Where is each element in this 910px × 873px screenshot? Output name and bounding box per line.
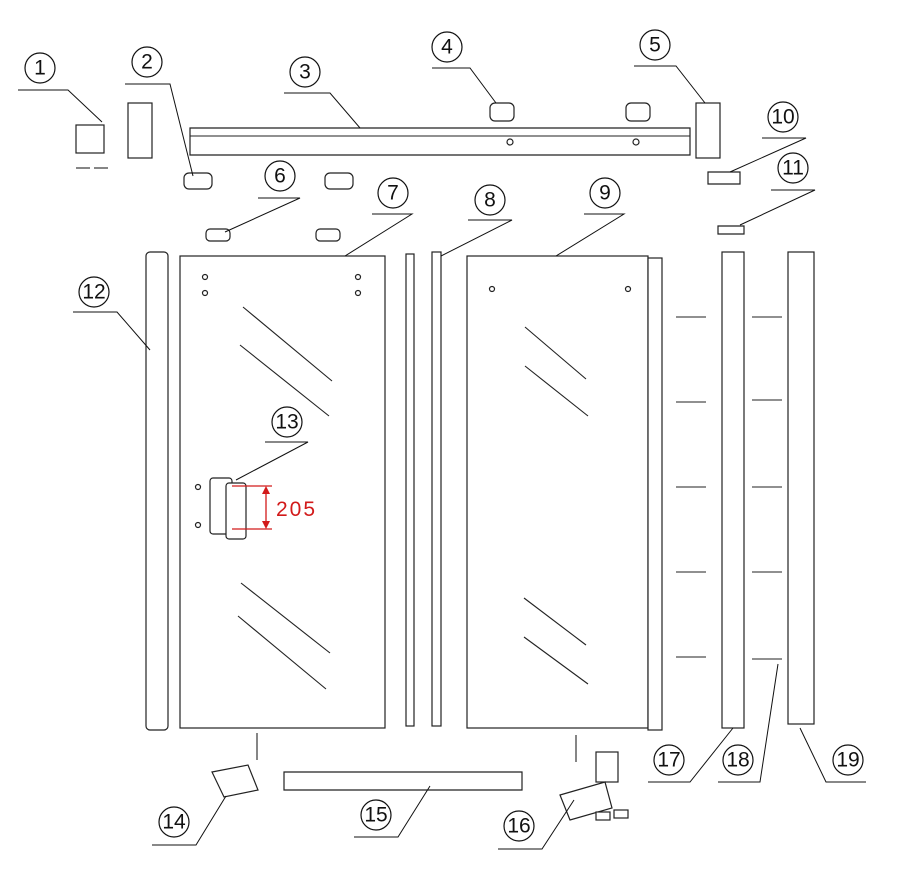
svg-text:16: 16 — [507, 815, 530, 838]
callout-8: 8 — [474, 184, 506, 216]
svg-text:19: 19 — [836, 749, 859, 772]
svg-text:12: 12 — [82, 281, 105, 304]
callout-12: 12 — [78, 276, 110, 308]
svg-text:11: 11 — [782, 157, 804, 180]
svg-text:4: 4 — [441, 36, 453, 59]
clip-part — [717, 225, 745, 235]
callout-5: 5 — [639, 29, 671, 61]
wall-profile-part — [145, 251, 169, 731]
svg-text:10: 10 — [771, 106, 794, 129]
glass-panel-sliding — [466, 255, 663, 731]
callout-11: 11 — [777, 152, 809, 184]
callout-15: 15 — [360, 799, 392, 831]
callout-6: 6 — [264, 160, 296, 192]
svg-text:6: 6 — [274, 165, 286, 188]
callout-10: 10 — [767, 101, 799, 133]
callout-13: 13 — [271, 406, 303, 438]
svg-text:3: 3 — [299, 61, 311, 84]
svg-text:1: 1 — [34, 57, 46, 80]
bottom-guide-part — [211, 764, 259, 798]
screw-set — [676, 316, 782, 660]
callout-2: 2 — [131, 46, 163, 78]
svg-text:8: 8 — [484, 189, 496, 212]
callout-3: 3 — [289, 56, 321, 88]
bottom-seal-part — [283, 771, 523, 791]
leader-lines — [18, 65, 866, 850]
stopper-part — [707, 171, 741, 185]
handle-dimension-label: 205 — [276, 498, 317, 521]
wall-bracket-part — [75, 102, 721, 169]
callout-14: 14 — [158, 806, 190, 838]
svg-text:18: 18 — [726, 749, 749, 772]
door-profile-part — [721, 251, 745, 729]
callout-4: 4 — [431, 31, 463, 63]
callout-9: 9 — [589, 177, 621, 209]
top-rail-part — [189, 127, 691, 156]
callout-7: 7 — [377, 177, 409, 209]
callout-1: 1 — [24, 52, 56, 84]
svg-text:15: 15 — [364, 804, 387, 827]
callout-18: 18 — [722, 744, 754, 776]
svg-text:14: 14 — [162, 811, 186, 834]
svg-text:5: 5 — [649, 34, 661, 57]
seal-strip-part — [431, 251, 442, 727]
callout-17: 17 — [653, 744, 685, 776]
callout-19: 19 — [832, 744, 864, 776]
svg-text:13: 13 — [275, 411, 298, 434]
wall-channel-part — [787, 251, 815, 725]
callout-16: 16 — [503, 810, 535, 842]
roller-parts — [183, 102, 651, 242]
floor-guide-part — [559, 751, 629, 821]
svg-text:9: 9 — [599, 182, 611, 205]
svg-text:17: 17 — [657, 749, 680, 772]
seal-strip-part — [405, 253, 415, 727]
handle-part — [209, 477, 272, 540]
svg-text:2: 2 — [141, 51, 153, 74]
svg-text:7: 7 — [387, 182, 399, 205]
